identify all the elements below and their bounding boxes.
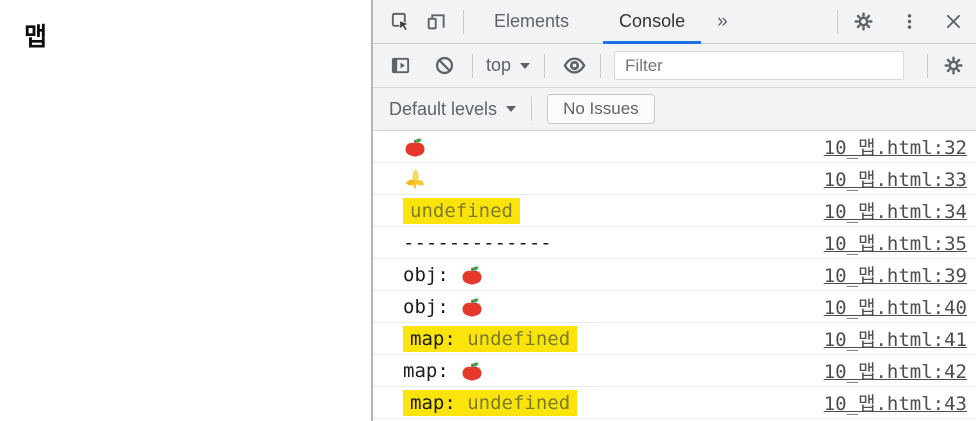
settings-gear-icon[interactable]	[848, 7, 878, 37]
context-label: top	[486, 55, 512, 75]
source-link[interactable]: 10_맵.html:39	[823, 265, 967, 287]
console-row: obj: 10_맵.html:39	[373, 259, 976, 291]
source-link[interactable]: 10_맵.html:35	[823, 233, 967, 255]
javascript-context-dropdown[interactable]: top	[486, 55, 530, 76]
devtools-tab-bar: Elements Console »	[373, 0, 976, 44]
console-message: map:	[403, 360, 824, 382]
console-row: obj: 10_맵.html:40	[373, 291, 976, 323]
console-row: 10_맵.html:33	[373, 163, 976, 195]
source-link[interactable]: 10_맵.html:32	[823, 137, 967, 159]
console-row: map: undefined 10_맵.html:43	[373, 387, 976, 419]
log-levels-label: Default levels	[389, 98, 498, 119]
inspect-element-icon[interactable]	[385, 7, 415, 37]
console-log: 10_맵.html:32 10_맵.html:33 undefined 10_맵.ht…	[373, 131, 976, 421]
console-message	[403, 168, 824, 190]
console-message: obj:	[403, 264, 824, 286]
divider	[600, 53, 602, 78]
source-link[interactable]: 10_맵.html:42	[823, 361, 967, 383]
divider	[463, 9, 464, 34]
divider	[544, 53, 546, 78]
no-issues-button[interactable]: No Issues	[547, 94, 655, 124]
device-toolbar-icon[interactable]	[421, 7, 451, 37]
divider	[531, 97, 533, 121]
message-text: map:	[403, 359, 461, 382]
console-row: map: 10_맵.html:42	[373, 355, 976, 387]
source-link[interactable]: 10_맵.html:43	[823, 393, 967, 415]
chevron-down-icon	[520, 63, 530, 69]
source-link[interactable]: 10_맵.html:34	[823, 201, 967, 223]
close-icon[interactable]	[938, 7, 968, 37]
divider	[472, 53, 473, 78]
apple-emoji	[461, 360, 483, 382]
console-message: map: undefined	[403, 325, 824, 352]
console-row: undefined 10_맵.html:34	[373, 195, 976, 227]
console-toolbar: top	[373, 44, 976, 88]
show-console-sidebar-icon[interactable]	[385, 51, 415, 81]
apple-emoji	[461, 264, 483, 286]
console-message: undefined	[403, 197, 824, 224]
eye-live-expression-icon[interactable]	[559, 51, 589, 81]
console-levels-bar: Default levels No Issues	[373, 88, 976, 131]
source-link[interactable]: 10_맵.html:40	[823, 297, 967, 319]
divider	[927, 53, 928, 78]
filter-input[interactable]	[614, 51, 905, 80]
clear-console-icon[interactable]	[429, 51, 459, 81]
undefined-value: undefined	[467, 327, 571, 350]
message-text: obj:	[403, 295, 461, 318]
message-text: map:	[410, 391, 468, 414]
tab-elements[interactable]: Elements	[494, 11, 570, 31]
console-row: ------------- 10_맵.html:35	[373, 227, 976, 259]
page-title: 맵	[24, 23, 48, 51]
console-message: -------------	[403, 232, 824, 254]
search-highlight: map: undefined	[403, 325, 578, 352]
log-levels-dropdown[interactable]: Default levels	[389, 99, 516, 120]
console-settings-gear-icon[interactable]	[938, 51, 968, 81]
message-text: -------------	[403, 231, 552, 254]
message-text: map:	[410, 327, 468, 350]
apple-emoji	[461, 296, 483, 318]
divider	[837, 9, 838, 34]
banana-emoji	[404, 168, 426, 190]
more-tabs-chevron[interactable]: »	[717, 10, 728, 32]
undefined-value: undefined	[467, 391, 571, 414]
console-message	[403, 136, 824, 158]
source-link[interactable]: 10_맵.html:41	[823, 329, 967, 351]
chevron-down-icon	[506, 106, 516, 112]
search-highlight: map: undefined	[403, 389, 578, 416]
console-row: map: undefined 10_맵.html:41	[373, 323, 976, 355]
apple-emoji	[404, 136, 426, 158]
devtools-panel: Elements Console » top	[371, 0, 976, 421]
tab-console[interactable]: Console	[601, 0, 703, 44]
console-message: map: undefined	[403, 389, 824, 416]
kebab-menu-icon[interactable]	[894, 7, 924, 37]
message-text: obj:	[403, 263, 461, 286]
console-message: obj:	[403, 296, 824, 318]
undefined-value: undefined	[410, 199, 513, 222]
source-link[interactable]: 10_맵.html:33	[823, 169, 967, 191]
console-row: 10_맵.html:32	[373, 131, 976, 163]
search-highlight: undefined	[403, 197, 520, 224]
